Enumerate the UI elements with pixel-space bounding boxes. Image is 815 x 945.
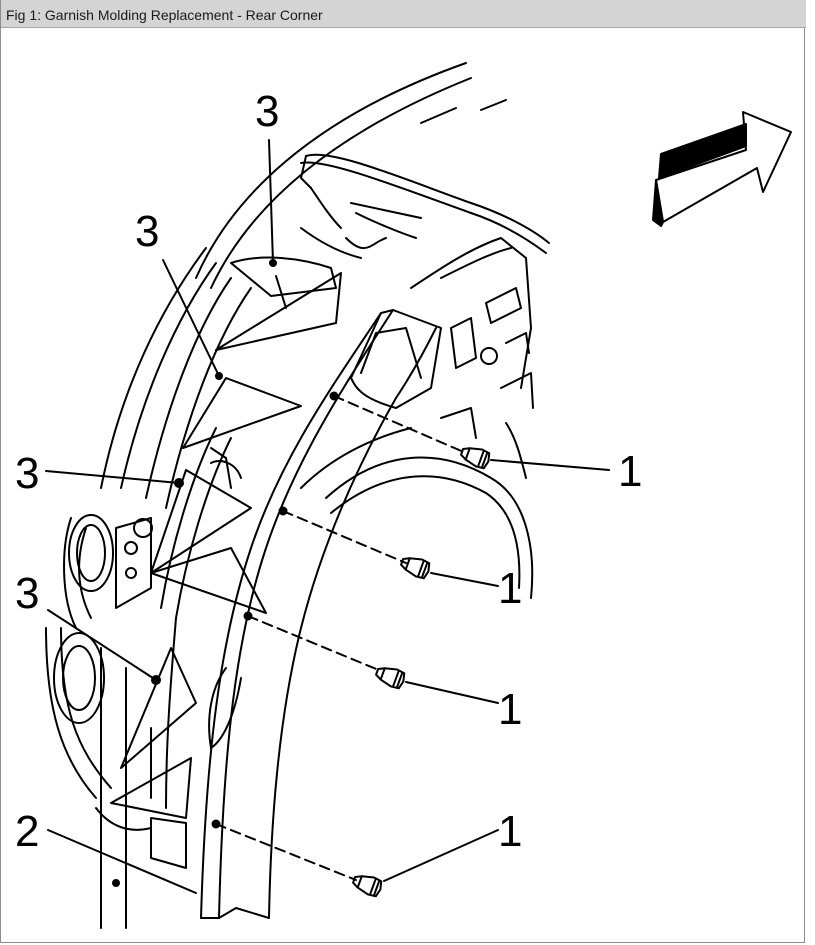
clip-location-triangles <box>110 272 342 819</box>
clip-holes <box>151 259 339 829</box>
quarter-inner-panel <box>410 237 534 479</box>
callout-3-b: 3 <box>135 207 159 256</box>
callout-labels: 1 1 1 1 2 3 3 3 3 <box>15 87 642 856</box>
figure-title: Fig 1: Garnish Molding Replacement - Rea… <box>6 7 323 23</box>
installation-lines <box>215 395 467 881</box>
figure-title-bar: Fig 1: Garnish Molding Replacement - Rea… <box>1 0 806 28</box>
front-direction-arrow-icon <box>652 111 792 227</box>
callout-1-c: 1 <box>498 685 522 734</box>
roof-panel-outline <box>195 62 550 309</box>
garnish-molding <box>200 309 442 919</box>
callout-1-a: 1 <box>618 447 642 496</box>
callout-2: 2 <box>15 807 39 856</box>
callout-3-d: 3 <box>15 569 39 618</box>
leader-lines <box>45 139 610 894</box>
push-retainer-icons <box>352 447 491 898</box>
body-structure-left <box>45 247 252 929</box>
callout-3-a: 3 <box>255 87 279 136</box>
callout-1-d: 1 <box>498 807 522 856</box>
callout-1-b: 1 <box>498 564 522 613</box>
garnish-molding-diagram: 1 1 1 1 2 3 3 3 3 <box>15 62 792 929</box>
callout-3-c: 3 <box>15 449 39 498</box>
wheel-arch-outline <box>325 456 534 599</box>
